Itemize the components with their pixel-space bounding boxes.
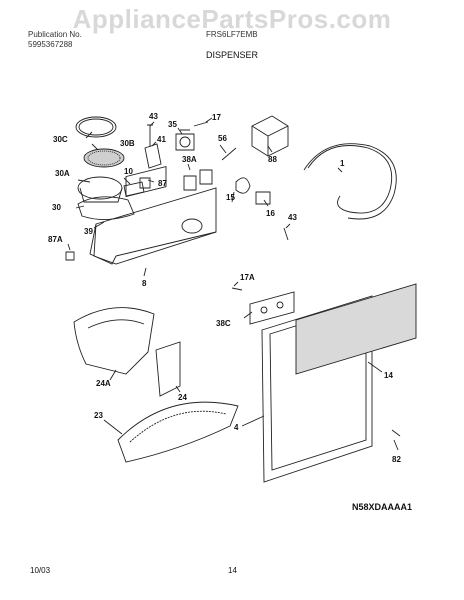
housing-part-30a[interactable] xyxy=(77,176,123,200)
callout-1: 1 xyxy=(340,159,345,168)
publication-number: 5995367288 xyxy=(28,40,73,49)
screw-part-17a[interactable] xyxy=(231,287,243,291)
callout-4: 4 xyxy=(234,423,239,432)
model-header: FRS6LF7EMB xyxy=(206,30,258,39)
callout-17a: 17A xyxy=(240,273,255,282)
dispenser-body-part-8[interactable] xyxy=(93,187,217,265)
switch-part-35[interactable] xyxy=(175,129,195,151)
tube-part-1[interactable] xyxy=(307,145,393,214)
callout-30b: 30B xyxy=(120,139,135,148)
lamp-part-15[interactable] xyxy=(235,177,251,194)
drip-tray-part-23[interactable] xyxy=(117,401,239,463)
footer-page-number: 14 xyxy=(228,566,237,575)
actuator-pad-part-14[interactable] xyxy=(295,283,417,375)
screw-part-82[interactable] xyxy=(391,429,401,437)
section-title: DISPENSER xyxy=(205,50,258,60)
switch-part-38a[interactable] xyxy=(183,169,213,191)
callout-30c: 30C xyxy=(53,135,68,144)
callout-43-right: 43 xyxy=(288,213,297,222)
pin-part-56[interactable] xyxy=(221,147,237,161)
callout-16: 16 xyxy=(266,209,275,218)
callout-87: 87 xyxy=(158,179,167,188)
callout-35: 35 xyxy=(168,120,177,129)
ring-part-30c[interactable] xyxy=(75,116,117,138)
callout-56: 56 xyxy=(218,134,227,143)
watermark: AppliancePartsPros.com xyxy=(72,4,392,34)
clip-part-87a[interactable] xyxy=(65,251,75,261)
callout-87a: 87A xyxy=(48,235,63,244)
switch-plate-part-38c[interactable] xyxy=(249,291,295,325)
callout-41: 41 xyxy=(157,135,166,144)
screw-part-43-right[interactable] xyxy=(283,227,289,241)
callout-15: 15 xyxy=(226,193,235,202)
callout-24: 24 xyxy=(178,393,187,402)
filter-disc-part-30b[interactable] xyxy=(83,148,125,168)
publication-header: Publication No. 5995367288 xyxy=(28,30,82,50)
callout-24a: 24A xyxy=(96,379,111,388)
callout-82: 82 xyxy=(392,455,401,464)
bracket-part-41[interactable] xyxy=(144,143,162,169)
publication-label: Publication No. xyxy=(28,30,82,39)
flap-part-10[interactable] xyxy=(123,181,145,197)
callout-14: 14 xyxy=(384,371,393,380)
diagram-model-code: N58XDAAAA1 xyxy=(352,502,413,512)
callout-17: 17 xyxy=(212,113,221,122)
callout-10: 10 xyxy=(124,167,133,176)
door-flap-part-24[interactable] xyxy=(155,341,181,397)
module-part-88[interactable] xyxy=(251,115,289,157)
socket-part-16[interactable] xyxy=(255,191,271,205)
callout-88: 88 xyxy=(268,155,277,164)
screw-part-43-top[interactable] xyxy=(147,124,153,147)
panel-part-4[interactable] xyxy=(261,295,373,483)
callout-39: 39 xyxy=(84,227,93,236)
callout-23: 23 xyxy=(94,411,103,420)
callout-38a: 38A xyxy=(182,155,197,164)
footer-date: 10/03 xyxy=(30,566,51,575)
callout-43-top: 43 xyxy=(149,112,158,121)
callout-30a: 30A xyxy=(55,169,70,178)
clip-part-87[interactable] xyxy=(139,177,151,189)
chute-part-24a[interactable] xyxy=(73,307,155,375)
callout-8: 8 xyxy=(142,279,147,288)
callout-38c: 38C xyxy=(216,319,231,328)
housing-part-30[interactable] xyxy=(77,196,135,220)
callout-30: 30 xyxy=(52,203,61,212)
screw-part-17[interactable] xyxy=(193,121,209,127)
